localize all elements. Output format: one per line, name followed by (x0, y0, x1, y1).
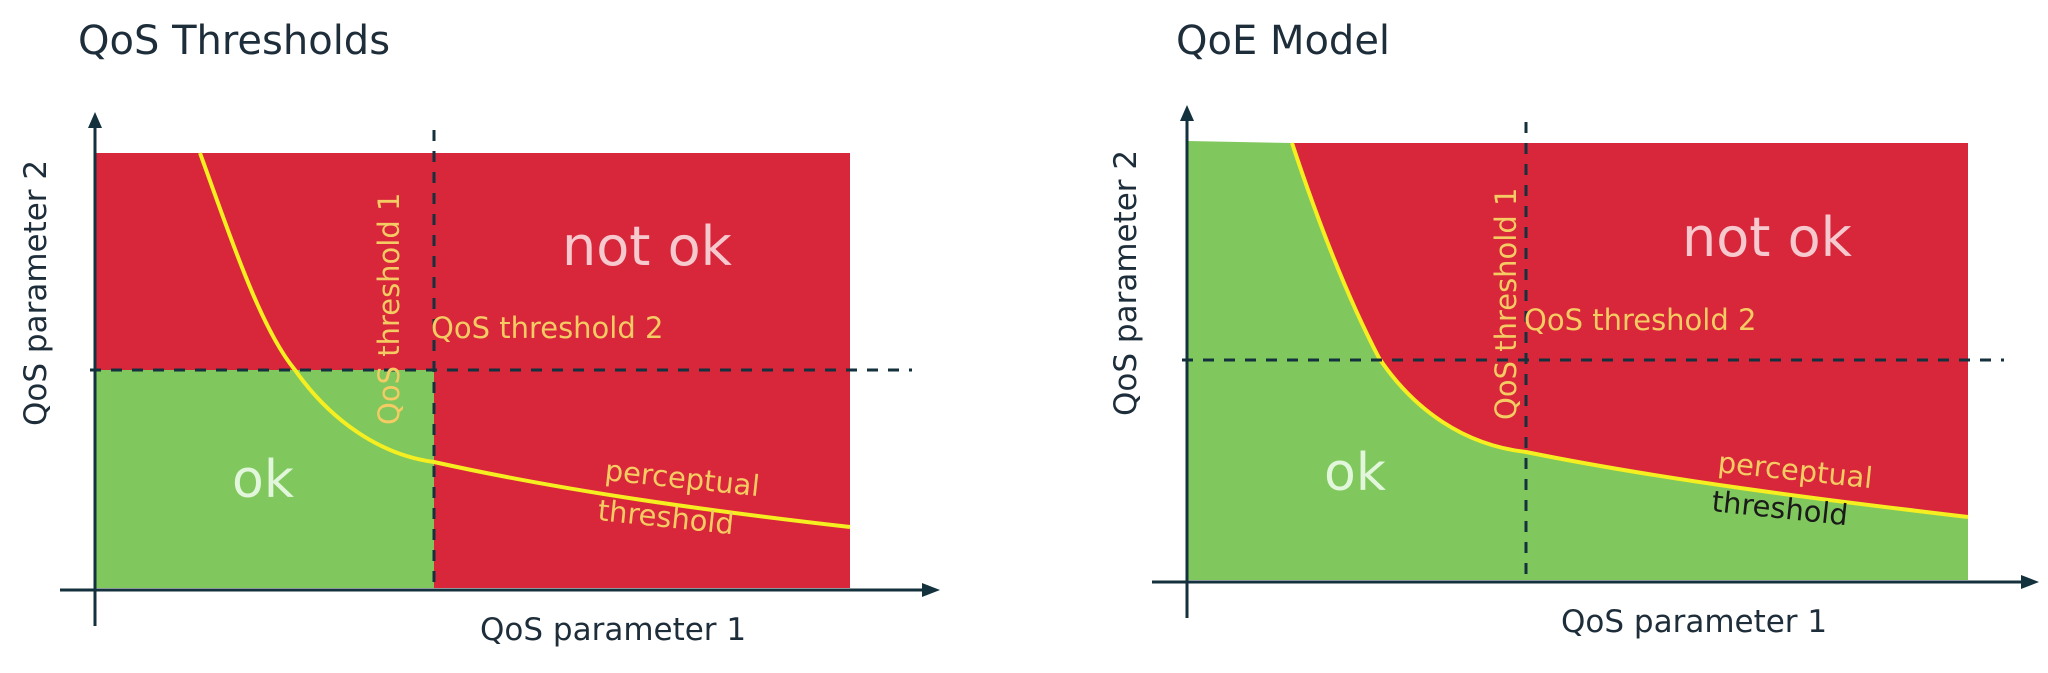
x-axis-label: QoS parameter 1 (1561, 604, 1827, 640)
ok-region (1188, 141, 1968, 580)
perceptual-threshold-curve (198, 152, 851, 529)
not-ok-label: not ok (1682, 206, 1853, 269)
ok-region (95, 370, 434, 588)
threshold-1-label: QoS threshold 1 (1489, 188, 1523, 420)
x-axis-arrow (922, 583, 940, 597)
ok-label: ok (232, 450, 294, 510)
panel-title: QoE Model (1176, 18, 1391, 64)
y-axis-label: QoS parameter 2 (1108, 150, 1144, 416)
y-axis-arrow (88, 112, 102, 128)
qoe-model-panel: QoE Model QoS parameter 1 QoS parameter … (1024, 0, 2048, 673)
qos-thresholds-diagram: QoS parameter 1 QoS parameter 2 not ok o… (18, 112, 940, 648)
not-ok-label: not ok (562, 215, 733, 278)
qos-thresholds-panel: QoS Thresholds QoS parameter 1 QoS param… (18, 18, 940, 648)
threshold-1-label: QoS threshold 1 (372, 193, 406, 425)
y-axis-arrow (1180, 105, 1194, 121)
panel-title: QoS Thresholds (78, 18, 391, 64)
perceptual-threshold-curve (1290, 142, 1969, 519)
threshold-2-label: QoS threshold 2 (1524, 303, 1756, 337)
x-axis-label: QoS parameter 1 (480, 612, 746, 648)
y-axis-label: QoS parameter 2 (18, 160, 54, 426)
threshold-2-label: QoS threshold 2 (431, 311, 663, 345)
x-axis-arrow (2021, 575, 2039, 589)
qoe-model-diagram: QoS parameter 1 QoS parameter 2 not ok o… (1108, 105, 2039, 640)
ok-label: ok (1324, 443, 1386, 503)
